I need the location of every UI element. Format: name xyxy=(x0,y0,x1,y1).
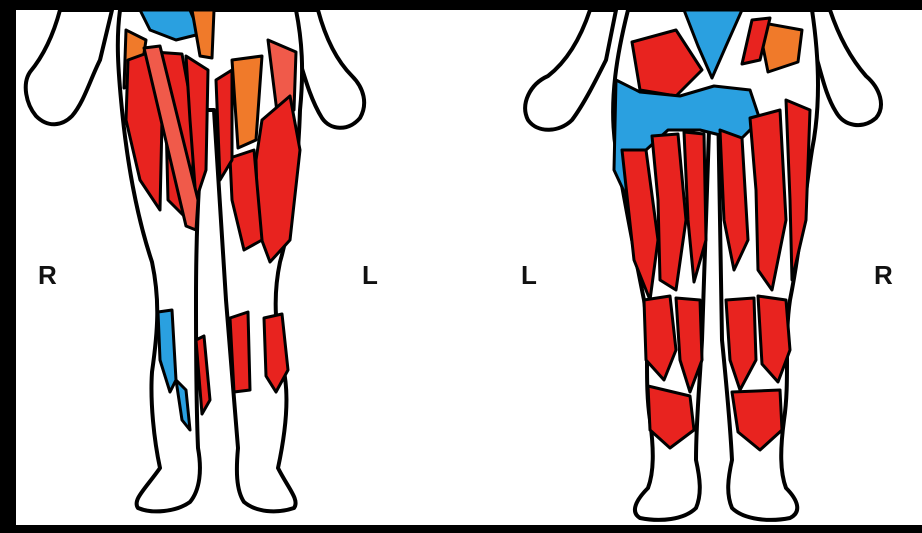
posterior-right-side-label: R xyxy=(874,262,893,288)
posterior-figure xyxy=(525,10,881,520)
anterior-left-arm xyxy=(296,10,364,128)
posterior-right-arm xyxy=(812,10,881,125)
anterior-figure xyxy=(26,10,364,511)
anterior-right-side-label: R xyxy=(38,262,57,288)
anterior-left-side-label: L xyxy=(362,262,378,288)
anterior-left-shin-red-1 xyxy=(230,312,250,392)
posterior-left-side-label: L xyxy=(521,262,537,288)
anterior-right-arm xyxy=(26,10,112,124)
anterior-left-hip-orange xyxy=(232,56,262,148)
posterior-left-arm xyxy=(525,10,616,130)
anterior-left-adductor xyxy=(216,70,232,180)
